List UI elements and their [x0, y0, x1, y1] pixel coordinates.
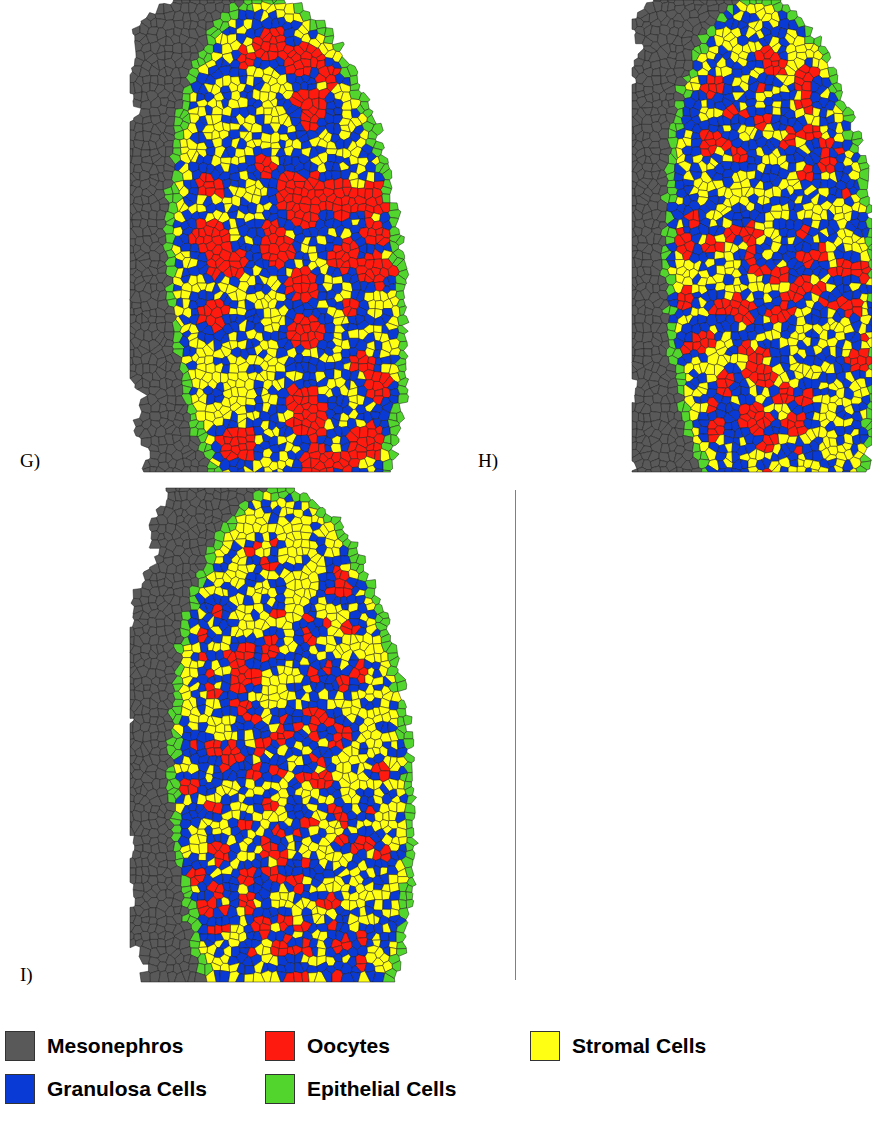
cell-polygon	[375, 300, 383, 309]
cell-polygon	[190, 92, 197, 102]
cell-polygon	[325, 243, 334, 252]
cell-polygon	[301, 82, 309, 90]
cell-polygon	[179, 427, 190, 436]
cell-polygon	[130, 260, 136, 270]
cell-polygon	[326, 149, 337, 155]
cell-polygon	[302, 372, 310, 381]
cell-polygon	[398, 385, 408, 394]
cell-polygon	[238, 156, 245, 164]
cell-polygon	[349, 348, 358, 356]
cell-polygon	[308, 246, 317, 253]
cell-polygon	[271, 116, 279, 123]
cell-polygon	[139, 404, 151, 414]
cell-polygon	[229, 466, 238, 472]
cell-polygon	[365, 236, 376, 245]
cell-polygon	[318, 292, 327, 301]
cell-polygon	[360, 468, 369, 472]
cell-polygon	[398, 394, 408, 404]
cell-polygon	[359, 426, 368, 438]
cell-polygon	[150, 380, 160, 387]
cell-polygon	[206, 292, 214, 301]
cell-polygon	[245, 10, 255, 19]
ovary-simulation-panel	[130, 0, 409, 472]
cell-polygon	[374, 469, 383, 472]
cell-polygon	[142, 75, 150, 83]
cell-polygon	[397, 412, 405, 424]
cell-polygon	[203, 182, 214, 189]
cell-polygon	[180, 139, 188, 148]
cell-polygon	[206, 363, 215, 374]
cell-polygon	[150, 412, 161, 421]
cell-polygon	[150, 309, 157, 317]
cell-polygon	[148, 219, 157, 227]
cell-polygon	[307, 386, 318, 396]
ovary-simulation-panel	[632, 0, 872, 472]
cell-polygon	[334, 178, 343, 189]
cell-polygon	[190, 466, 198, 472]
cell-polygon	[383, 470, 391, 472]
cell-polygon	[805, 26, 813, 37]
cell-polygon	[269, 178, 278, 189]
cell-polygon	[291, 467, 302, 472]
cell-polygon	[252, 133, 262, 140]
cell-polygon	[164, 45, 173, 52]
cell-polygon	[246, 435, 256, 442]
cell-polygon	[270, 132, 279, 143]
cell-polygon	[263, 308, 271, 319]
cell-polygon	[198, 466, 208, 472]
cell-polygon	[173, 43, 182, 54]
cell-polygon	[325, 323, 335, 334]
cell-polygon	[391, 435, 399, 446]
cell-polygon	[350, 179, 359, 189]
cell-polygon	[143, 364, 150, 374]
cell-polygon	[332, 276, 343, 284]
cell-polygon	[165, 75, 173, 84]
cell-polygon	[375, 340, 383, 350]
cell-polygon	[238, 97, 248, 108]
cell-polygon	[374, 325, 383, 333]
cell-polygon	[396, 283, 406, 291]
cell-polygon	[173, 139, 181, 148]
cell-polygon	[156, 4, 164, 14]
cell-polygon	[269, 261, 276, 267]
cell-polygon	[229, 363, 239, 373]
cell-polygon	[239, 444, 247, 451]
cell-polygon	[382, 194, 390, 203]
cell-polygon	[389, 449, 399, 459]
cell-polygon	[324, 274, 332, 283]
cell-polygon	[352, 467, 360, 472]
cell-polygon	[334, 108, 343, 115]
cell-polygon	[398, 315, 409, 325]
cell-polygon	[130, 245, 134, 253]
cell-polygon	[277, 397, 286, 405]
cell-polygon	[181, 0, 190, 3]
cell-polygon	[756, 0, 762, 4]
cell-polygon	[301, 468, 312, 472]
cell-polygon	[144, 330, 153, 342]
cell-polygon	[229, 68, 239, 77]
cell-polygon	[229, 308, 238, 315]
cell-polygon	[326, 467, 334, 472]
cell-polygon	[130, 349, 134, 357]
cell-polygon	[238, 179, 246, 188]
cell-polygon	[650, 26, 660, 35]
cell-polygon	[374, 364, 381, 372]
cell-polygon	[390, 203, 399, 211]
cell-polygon	[173, 11, 184, 21]
cell-polygon	[323, 36, 333, 44]
cell-polygon	[374, 450, 380, 461]
cell-polygon	[325, 362, 335, 369]
cell-polygon	[222, 197, 232, 204]
cell-polygon	[206, 147, 215, 156]
cell-polygon	[230, 172, 240, 181]
cell-polygon	[207, 469, 214, 472]
cell-polygon	[674, 0, 685, 6]
cell-polygon	[149, 210, 157, 220]
cell-polygon	[341, 349, 351, 358]
cell-polygon	[325, 28, 334, 37]
cell-polygon	[399, 306, 406, 316]
cell-polygon	[317, 402, 328, 411]
